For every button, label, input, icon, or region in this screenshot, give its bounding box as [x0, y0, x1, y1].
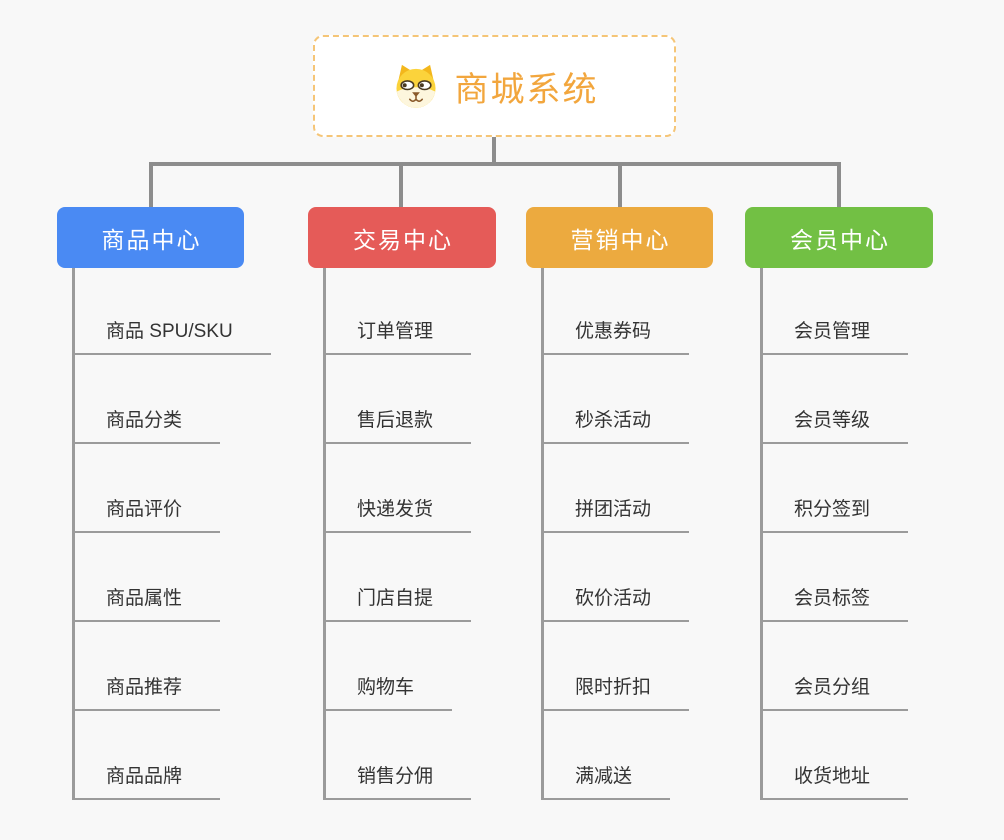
branch-node-marketing-center[interactable]: 营销中心 [526, 207, 713, 268]
child-node[interactable]: 会员标签 [760, 586, 909, 622]
child-node[interactable]: 订单管理 [323, 319, 472, 355]
dog-icon [395, 64, 436, 108]
branch-trunk-marketing [541, 268, 544, 800]
child-node[interactable]: 商品分类 [72, 408, 221, 444]
root-title: 商城系统 [454, 70, 599, 109]
child-node[interactable]: 销售分佣 [323, 764, 472, 800]
child-node[interactable]: 满减送 [541, 764, 671, 800]
branch-node-member-center[interactable]: 会员中心 [745, 207, 933, 268]
branch-node-trade-center[interactable]: 交易中心 [308, 207, 496, 268]
child-node[interactable]: 会员管理 [760, 319, 909, 355]
child-node[interactable]: 会员等级 [760, 408, 909, 444]
root-node[interactable]: 商城系统 [313, 35, 676, 137]
child-node[interactable]: 商品属性 [72, 586, 221, 622]
connector-drop-trade [399, 162, 403, 208]
child-node[interactable]: 秒杀活动 [541, 408, 690, 444]
child-node[interactable]: 商品品牌 [72, 764, 221, 800]
child-node[interactable]: 限时折扣 [541, 675, 690, 711]
branch-node-product-center[interactable]: 商品中心 [57, 207, 244, 268]
child-node[interactable]: 积分签到 [760, 497, 909, 533]
connector-bus [149, 162, 840, 166]
connector-drop-member [837, 162, 841, 208]
child-node[interactable]: 售后退款 [323, 408, 472, 444]
branch-trunk-member [760, 268, 763, 800]
child-node[interactable]: 门店自提 [323, 586, 472, 622]
branch-trunk-trade [323, 268, 326, 800]
child-node[interactable]: 商品 SPU/SKU [72, 319, 271, 355]
child-node[interactable]: 收货地址 [760, 764, 909, 800]
child-node[interactable]: 商品推荐 [72, 675, 221, 711]
child-node[interactable]: 优惠券码 [541, 319, 690, 355]
connector-drop-product [149, 162, 153, 208]
branch-trunk-product [72, 268, 75, 800]
child-node[interactable]: 购物车 [323, 675, 453, 711]
connector-root-drop [492, 137, 496, 163]
connector-drop-marketing [618, 162, 622, 208]
child-node[interactable]: 拼团活动 [541, 497, 690, 533]
child-node[interactable]: 会员分组 [760, 675, 909, 711]
child-node[interactable]: 商品评价 [72, 497, 221, 533]
child-node[interactable]: 砍价活动 [541, 586, 690, 622]
child-node[interactable]: 快递发货 [323, 497, 472, 533]
